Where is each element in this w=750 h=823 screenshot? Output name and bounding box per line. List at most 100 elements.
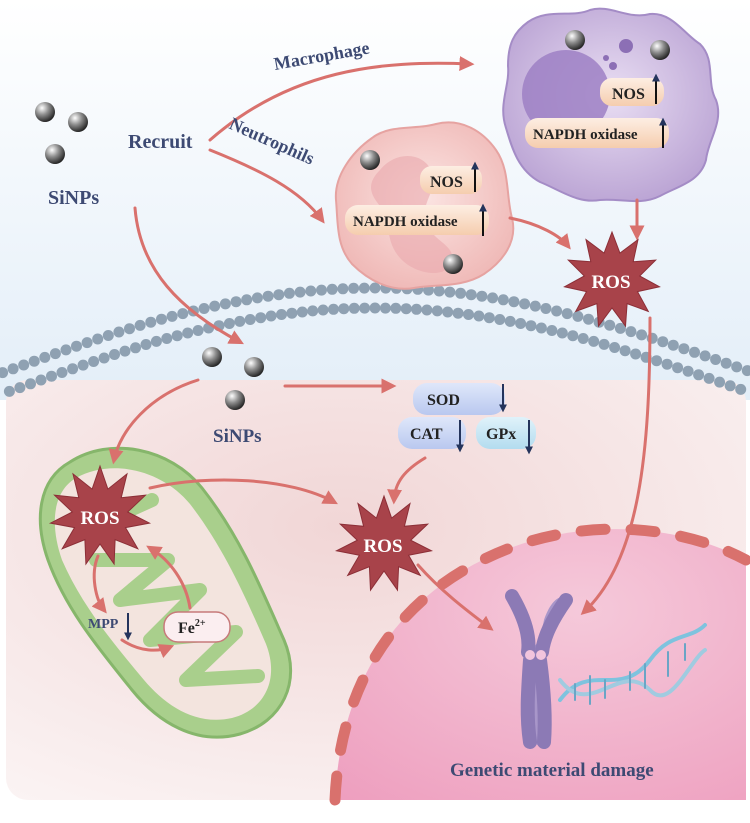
- sinp-particle: [360, 150, 380, 170]
- lipid-head: [134, 319, 146, 331]
- sinps-label-cell: SiNPs: [213, 426, 262, 447]
- lipid-head: [689, 346, 700, 358]
- lipid-head: [535, 322, 547, 334]
- lipid-head: [369, 282, 381, 294]
- arrow-sinps-to-mito: [108, 378, 200, 465]
- lipid-head: [265, 310, 277, 322]
- lipid-head: [682, 365, 694, 377]
- macrophage-napdh-pill: NAPDH oxidase: [525, 117, 669, 148]
- lipid-head: [88, 356, 100, 367]
- cell-membrane: [0, 282, 750, 397]
- arrow-mpp-to-fe: [120, 638, 175, 658]
- arrow-to-neutrophils: [208, 148, 325, 224]
- lipid-head: [556, 327, 568, 339]
- lipid-head: [577, 333, 589, 344]
- lipid-head: [113, 326, 125, 338]
- sinp-particle: [202, 347, 222, 367]
- sinp-particle: [650, 40, 670, 60]
- lipid-head: [337, 283, 349, 295]
- lipid-head: [400, 303, 412, 315]
- vesicle: [609, 62, 617, 70]
- vesicle: [619, 39, 633, 53]
- lipid-head: [504, 315, 516, 327]
- gpx-pill: GPx: [476, 417, 536, 455]
- lipid-head: [661, 358, 673, 370]
- lipid-head: [667, 339, 679, 351]
- lipid-head: [348, 282, 360, 294]
- lipid-head: [145, 316, 157, 328]
- iron-badge: Fe2+: [163, 611, 231, 643]
- lipid-head: [234, 315, 246, 327]
- sinp-particle: [225, 390, 245, 410]
- lipid-head: [519, 298, 531, 310]
- lipid-head: [724, 380, 736, 392]
- iron-superscript: 2+: [195, 618, 206, 629]
- lipid-head: [140, 339, 152, 350]
- lipid-head: [35, 374, 47, 386]
- lipid-head: [693, 369, 705, 381]
- lipid-head: [476, 290, 488, 302]
- lipid-head: [60, 344, 72, 356]
- lipid-head: [283, 287, 295, 299]
- mpp-label: MPP: [88, 617, 119, 632]
- sinp-particle: [68, 112, 88, 132]
- lipid-head: [18, 359, 30, 371]
- lipid-head: [551, 305, 563, 317]
- lipid-head: [583, 313, 594, 325]
- macrophage-nos-label: NOS: [612, 86, 645, 103]
- lipid-head: [703, 372, 715, 384]
- lipid-head: [540, 303, 552, 314]
- lipid-head: [14, 382, 26, 394]
- lipid-head: [150, 335, 162, 347]
- lipid-head: [515, 318, 527, 329]
- sinp-particle: [45, 144, 65, 164]
- macrophage-napdh-label: NAPDH oxidase: [533, 127, 638, 143]
- lipid-head: [494, 314, 506, 325]
- vesicle: [603, 55, 609, 61]
- lipid-head: [49, 348, 61, 360]
- nuclear-envelope: [329, 523, 750, 806]
- lipid-head: [604, 319, 616, 331]
- arrows: [91, 56, 652, 658]
- sinp-particle: [35, 102, 55, 122]
- lipid-head: [316, 284, 327, 296]
- lipid-head: [452, 307, 464, 319]
- ros-star-center: [334, 494, 434, 592]
- ros-star-shape: [334, 494, 434, 592]
- lipid-head: [619, 345, 631, 357]
- lipid-head: [433, 285, 445, 297]
- ros-label-center: ROS: [363, 536, 402, 557]
- lipid-head: [156, 313, 167, 325]
- lipid-head: [431, 305, 443, 317]
- lipid-head: [572, 310, 584, 322]
- lipid-head: [25, 378, 36, 390]
- lipid-head: [171, 330, 183, 342]
- lipid-head: [39, 351, 51, 363]
- neutrophil-napdh-label: NAPDH oxidase: [353, 214, 458, 230]
- lipid-head: [699, 350, 711, 362]
- gpx-label: GPx: [486, 426, 516, 443]
- arrow-mito-ros-to-center: [148, 478, 338, 505]
- lipid-head: [161, 333, 173, 344]
- lipid-head: [444, 286, 456, 298]
- lipid-head: [77, 359, 89, 371]
- lipid-head: [657, 336, 669, 348]
- lipid-head: [71, 340, 82, 352]
- iron-label: Fe2+: [178, 618, 206, 637]
- lipid-head: [67, 363, 79, 375]
- lipid-head: [294, 286, 306, 298]
- lipid-head: [198, 303, 210, 314]
- lipid-head: [109, 349, 120, 360]
- sinps-label-top: SiNPs: [48, 187, 99, 209]
- lipid-head: [525, 320, 537, 332]
- sod-pill: SOD: [413, 383, 507, 415]
- lipid-head: [720, 357, 732, 369]
- lipid-head: [379, 302, 391, 314]
- lipid-head: [483, 312, 495, 324]
- macrophage-nucleus: [522, 50, 610, 138]
- lipid-head: [473, 310, 485, 322]
- lipid-head: [286, 307, 298, 319]
- macrophage-nos-pill: NOS: [600, 73, 664, 106]
- lipid-head: [241, 294, 253, 306]
